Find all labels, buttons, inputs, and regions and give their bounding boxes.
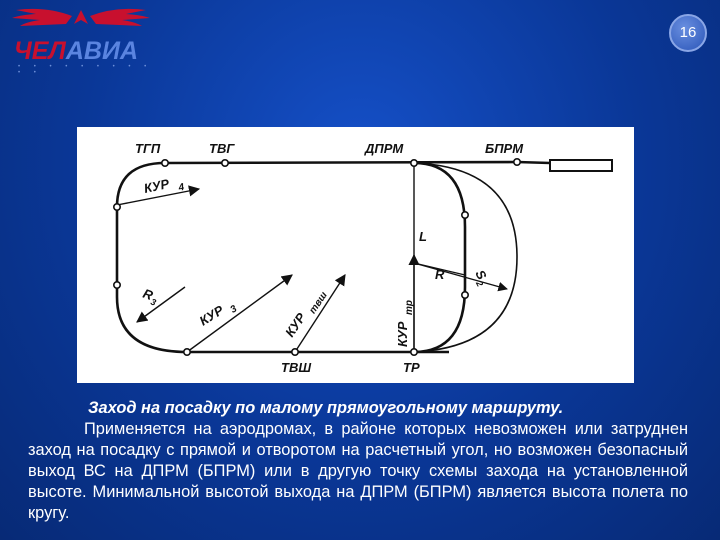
label-R: R (435, 267, 445, 282)
label-kur4: КУР 4 (143, 176, 186, 196)
logo-wordmark: ЧЕЛАВИА (14, 37, 139, 65)
svg-text:КУР: КУР (282, 310, 309, 340)
logo-dots: • • • • • • • • • • • (18, 64, 153, 76)
label-bprm: БПРМ (485, 141, 524, 156)
label-L: L (419, 229, 427, 244)
pattern-track (115, 160, 518, 354)
r3-arrow (136, 286, 186, 323)
svg-text:КУР: КУР (197, 302, 227, 328)
approach-pattern-diagram: ТГП ТВГ ДПРМ БПРМ КУР 4 L R S 2 R 3 КУР … (77, 127, 634, 383)
svg-text:КУР: КУР (143, 176, 171, 196)
runway-icon (549, 159, 613, 172)
svg-text:3: 3 (229, 303, 240, 316)
svg-text:тр: тр (404, 300, 415, 315)
pattern-points (112, 157, 521, 357)
svg-text:3: 3 (149, 297, 157, 308)
label-tr: ТР (403, 360, 420, 375)
label-s2: S 2 (472, 267, 489, 288)
wings-emblem-icon (12, 8, 150, 26)
approach-arc (413, 162, 518, 353)
svg-text:КУР: КУР (395, 321, 410, 347)
label-kur-tr: КУР тр (395, 300, 415, 347)
label-kur3: КУР 3 (197, 302, 240, 328)
chelavia-logo: ЧЕЛАВИА • • • • • • • • • • • (6, 4, 156, 76)
caption-title: Заход на посадку по малому прямоугольном… (88, 399, 564, 417)
slide-caption: Заход на посадку по малому прямоугольном… (28, 398, 688, 524)
label-tgp: ТГП (135, 141, 161, 156)
caption-body: Применяется на аэродромах, в районе кото… (28, 420, 688, 522)
svg-text:2: 2 (473, 278, 485, 288)
label-tvg: ТВГ (209, 141, 235, 156)
label-r3: R 3 (141, 286, 158, 308)
label-dprm: ДПРМ (364, 141, 404, 156)
kur-tvsh-arrow (294, 274, 346, 353)
kur3-arrow (186, 274, 293, 353)
svg-text:4: 4 (177, 182, 186, 194)
label-tvsh: ТВШ (281, 360, 311, 375)
page-number-badge: 16 (669, 14, 707, 52)
kur4-arrow (116, 185, 201, 206)
